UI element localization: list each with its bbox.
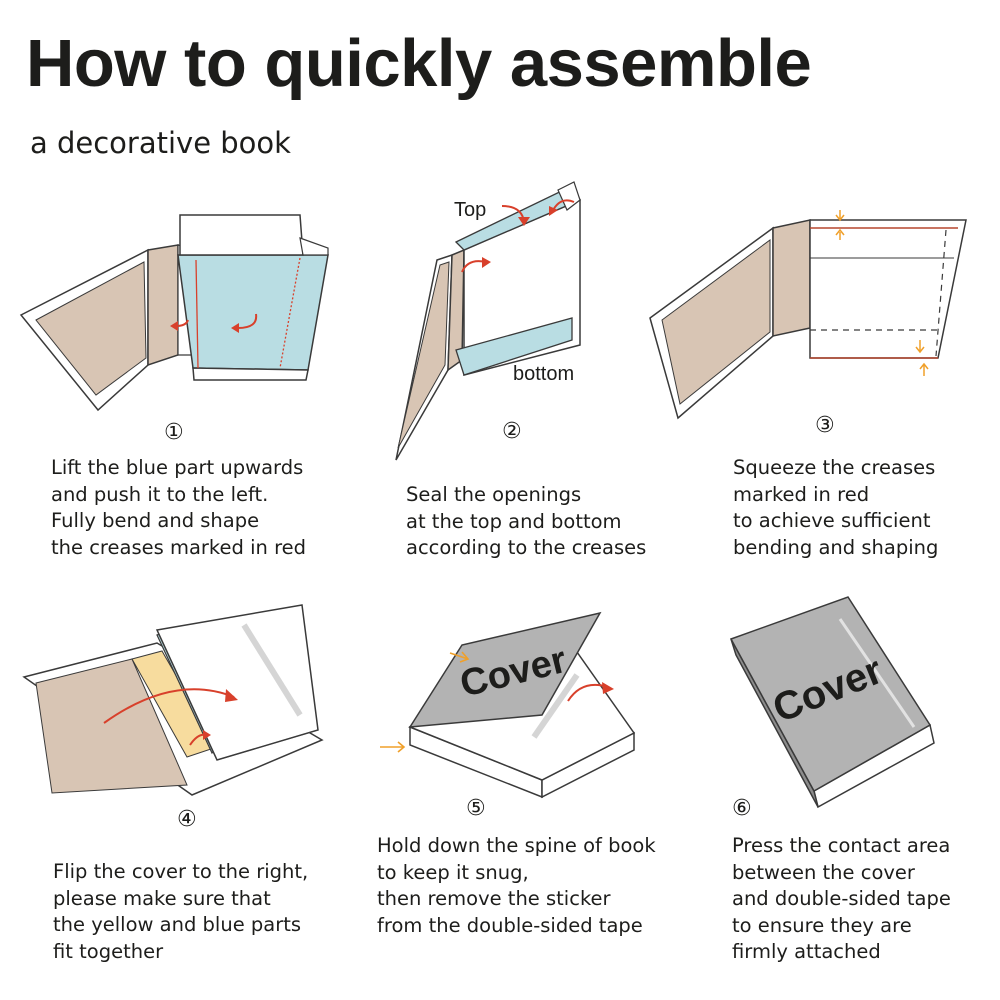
step-2-bottom-blue [455, 317, 573, 376]
step-6-caption: Press the contact area between the cover… [732, 833, 951, 966]
step-2-red-arrowhead-top [518, 217, 530, 226]
step-3-number: ③ [815, 413, 835, 438]
step-6-line-3: and double-sided tape [732, 887, 951, 910]
step-1-bottom-flap [192, 367, 309, 381]
step-2-red-arrowhead-left [482, 257, 491, 268]
step-2-illustration: Top bottom [395, 181, 581, 461]
step-4-number: ④ [177, 807, 197, 832]
step-2-number: ② [502, 419, 522, 444]
step-1-red-crease-1 [195, 259, 199, 369]
step-2-line-1: Seal the openings [406, 483, 582, 506]
step-4-red-arrow-main [103, 688, 235, 724]
step-4-line-3: the yellow and blue parts [53, 913, 302, 936]
step-4-line-1: Flip the cover to the right, [53, 860, 309, 883]
step-5-illustration: Cover [380, 611, 636, 799]
step-5-number: ⑤ [466, 796, 486, 821]
step-1-spine [147, 244, 179, 367]
step-1-top-tab [299, 237, 329, 256]
page-subtitle: a decorative book [30, 126, 291, 160]
step-3-orange-arrow-1 [835, 210, 845, 222]
step-1-back-beige [35, 261, 147, 396]
step-3-line-1: Squeeze the creases [733, 456, 936, 479]
step-1-line-1: Lift the blue part upwards [51, 456, 304, 479]
step-1-red-crease-2 [279, 257, 301, 369]
step-1-red-arrow-right [237, 313, 258, 329]
step-1-red-arrowhead-left [170, 321, 178, 331]
step-3-line-3: to achieve sufficient [733, 509, 931, 532]
step-2-line-3: according to the creases [406, 536, 647, 559]
step-2-back-beige [397, 261, 450, 449]
step-3-caption: Squeeze the creases marked in red to ach… [733, 455, 938, 561]
step-1-illustration [19, 214, 329, 412]
step-1-caption: Lift the blue part upwards and push it t… [51, 455, 306, 561]
step-4-block-edge [216, 729, 319, 761]
step-3-block [809, 219, 967, 359]
step-5-caption: Hold down the spine of book to keep it s… [377, 833, 656, 939]
step-1-number: ① [164, 420, 184, 445]
step-6-line-4: to ensure they are [732, 913, 912, 937]
step-5-line-3: then remove the sticker [377, 887, 611, 910]
step-5-orange-arrow-bottom [380, 741, 406, 753]
step-4-tape-strip [241, 623, 303, 717]
step-4-red-arrowhead-small [203, 730, 211, 740]
step-6-illustration: Cover [729, 596, 935, 809]
step-2-line-2: at the top and bottom [406, 509, 622, 533]
step-1-red-arrowhead-right [231, 323, 239, 333]
step-2-bottom-label: bottom [513, 363, 574, 385]
step-1-line-4: the creases marked in red [51, 535, 307, 559]
step-2-top-label: Top [454, 199, 486, 221]
step-3-spine [772, 219, 811, 337]
step-6-line-5: firmly attached [732, 940, 881, 963]
step-6-number: ⑥ [732, 796, 752, 821]
step-5-grey-cover [408, 611, 602, 728]
step-2-caption: Seal the openings at the top and bottom … [406, 482, 646, 562]
step-1-top-flap [179, 214, 304, 256]
step-4-beige-area [35, 658, 188, 794]
step-3-line-2: marked in red [733, 482, 870, 506]
step-5-line-4: from the double-sided tape [377, 913, 643, 937]
step-5-line-1: Hold down the spine of book [377, 834, 656, 857]
step-5-orange-arrow-top [449, 651, 470, 663]
step-1-blue-part [177, 254, 329, 371]
step-4-red-arrowhead-main [225, 689, 238, 702]
page-title: How to quickly assemble [26, 26, 812, 101]
step-6-grey-cover [729, 596, 932, 793]
step-3-orange-arrow-4 [919, 362, 929, 376]
step-5-red-arrowhead [602, 682, 614, 694]
step-5-line-2: to keep it snug, [377, 860, 529, 884]
step-3-illustration [649, 210, 967, 420]
step-6-tape-line [838, 618, 916, 728]
step-4-line-4: fit together [53, 939, 164, 963]
step-3-orange-arrow-2 [835, 228, 845, 240]
step-4-illustration [22, 604, 324, 796]
step-4-line-2: please make sure that [53, 886, 271, 910]
step-6-line-1: Press the contact area [732, 834, 951, 857]
step-3-line-4: bending and shaping [733, 535, 939, 559]
step-1-line-3: Fully bend and shape [51, 509, 260, 532]
step-5-tape-strip [531, 673, 580, 739]
step-6-line-2: between the cover [732, 860, 915, 884]
step-4-caption: Flip the cover to the right, please make… [53, 859, 308, 965]
step-2-red-arrowhead-flap [549, 206, 558, 216]
step-3-back-beige [661, 239, 771, 405]
step-3-orange-arrow-3 [915, 340, 925, 354]
step-2-top-flap [557, 181, 581, 211]
step-1-line-2: and push it to the left. [51, 482, 269, 506]
